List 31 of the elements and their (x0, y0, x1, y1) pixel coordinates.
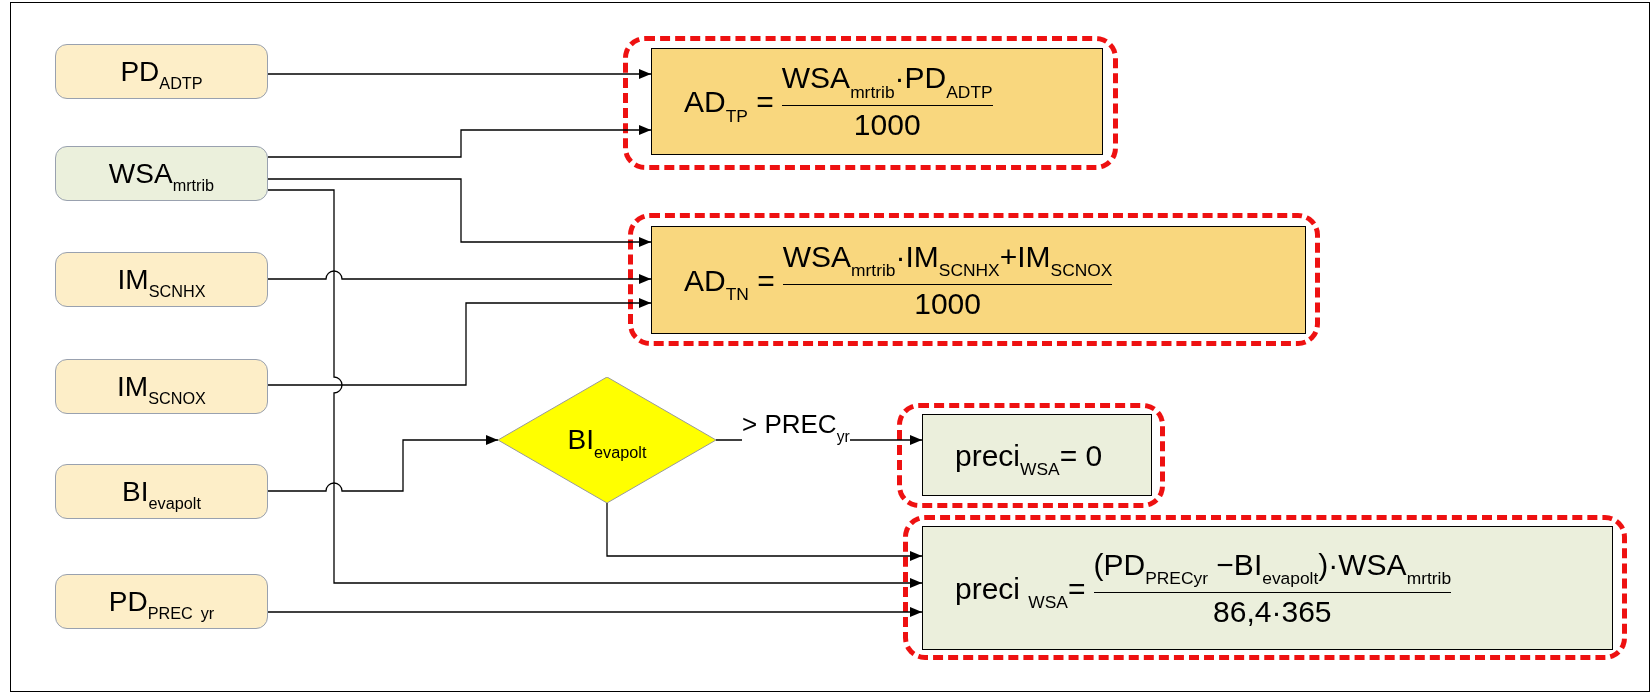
formula-box (651, 226, 1306, 334)
formula-box (922, 526, 1613, 650)
arrow (267, 435, 499, 492)
formula-denominator: 1000 (914, 285, 981, 322)
arrow (267, 189, 923, 588)
formula-denominator: 1000 (853, 107, 921, 143)
arrow (267, 298, 652, 386)
input-box (55, 359, 268, 414)
arrow (267, 69, 652, 79)
formula-lhs: AD$_{TN}$ = (684, 262, 775, 303)
arrow (606, 502, 923, 561)
formula-lhs: preci$_{WSA}$= 0 (955, 437, 1103, 478)
formula-denominator: 86,4·365 (1213, 593, 1332, 630)
input-box (55, 464, 268, 519)
formula-numerator: (PD$_{PREC}$$_{yr}$ −BI$_{evapo}$$_{lt}$)·WSA$_{mrtrib}$ (1093, 546, 1452, 591)
arrow (267, 125, 652, 158)
formula-lhs: preci $_{WSA}$= (955, 570, 1086, 611)
input-box (55, 44, 268, 99)
variable-label: WSA$_{mrtrib}$ (108, 156, 215, 195)
variable-label: IM$_{SCNHX}$ (117, 262, 206, 301)
formula-numerator: WSA$_{mrtrib}$·IM$_{SCNHX}$+IM$_{SCNOX}$ (782, 238, 1113, 283)
arrow (267, 607, 923, 617)
variable-label: IM$_{SCNOX}$ (117, 369, 206, 408)
input-box (55, 146, 268, 201)
formula-box (922, 414, 1152, 496)
input-box (55, 574, 268, 629)
arrow (267, 178, 652, 247)
formula-box (651, 48, 1103, 155)
formula-lhs: AD$_{TP}$ = (684, 84, 774, 124)
input-box (55, 252, 268, 307)
arrow (267, 270, 652, 284)
